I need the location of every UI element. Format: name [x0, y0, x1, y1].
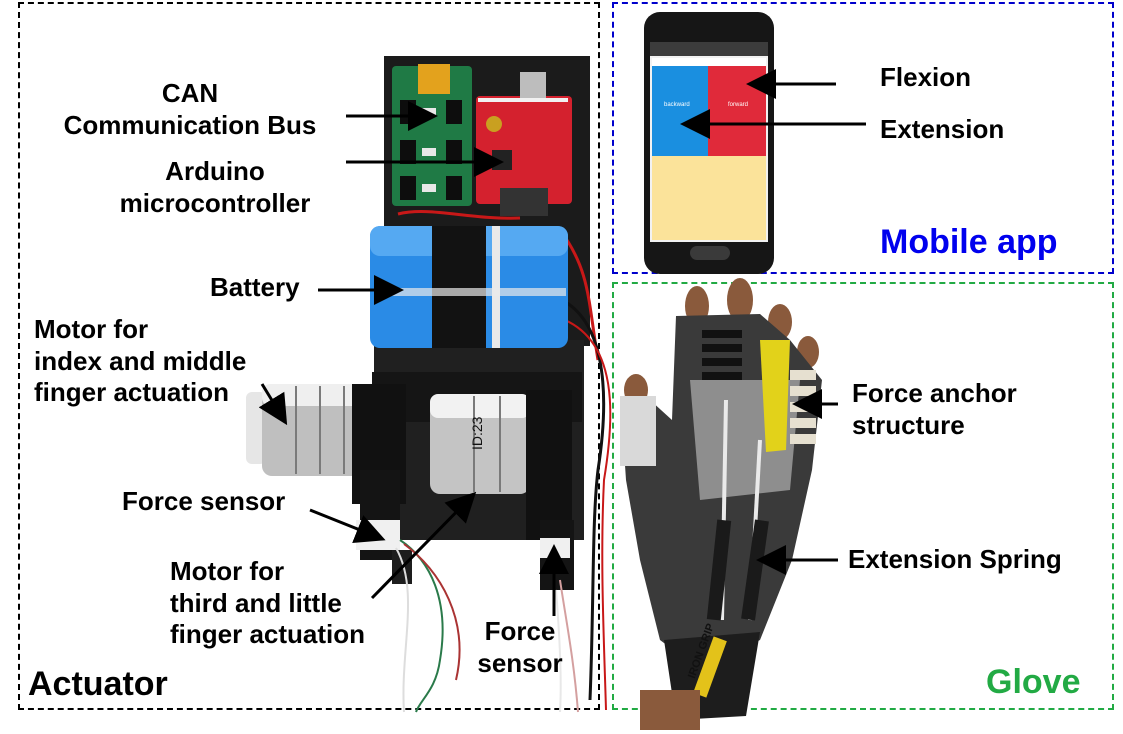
label-force-sensor-left: Force sensor: [122, 486, 286, 516]
arrow-force-sensor-left: [309, 508, 386, 544]
motor-id-marking: ID:23: [469, 416, 485, 450]
label-force-sensor-right: Force sensor: [477, 616, 563, 678]
phone-forward-label: forward: [728, 102, 749, 108]
glove-panel: [612, 282, 1114, 710]
actuator-title: Actuator: [28, 665, 168, 703]
phone-backward-label: backward: [664, 102, 690, 108]
label-can-bus: CAN Communication Bus: [63, 78, 317, 140]
smartphone: [644, 12, 774, 274]
glove-illustration: [620, 278, 822, 730]
arduino-board: [476, 72, 572, 216]
battery-pack: [370, 226, 568, 348]
label-arduino: Arduino microcontroller: [119, 156, 311, 218]
label-motor-index-middle: Motor for index and middle finger actuat…: [34, 314, 247, 408]
label-motor-third-little: Motor for third and little finger actuat…: [170, 556, 366, 650]
label-battery: Battery: [210, 272, 300, 302]
arrow-motor-index: [258, 383, 288, 426]
mobile-app-title: Mobile app: [880, 223, 1058, 261]
label-force-anchor: Force anchor structure: [852, 378, 1017, 440]
annotation-arrows: [258, 69, 866, 616]
mobile-app-panel: [612, 2, 1114, 274]
arrow-motor-third: [370, 491, 477, 600]
glove-title: Glove: [986, 663, 1081, 701]
label-extension-spring: Extension Spring: [848, 544, 1062, 574]
motor-third-little: ID:23: [430, 390, 572, 540]
label-flexion: Flexion: [880, 62, 972, 92]
label-extension: Extension: [880, 114, 1005, 144]
can-bus-board: [392, 64, 472, 206]
